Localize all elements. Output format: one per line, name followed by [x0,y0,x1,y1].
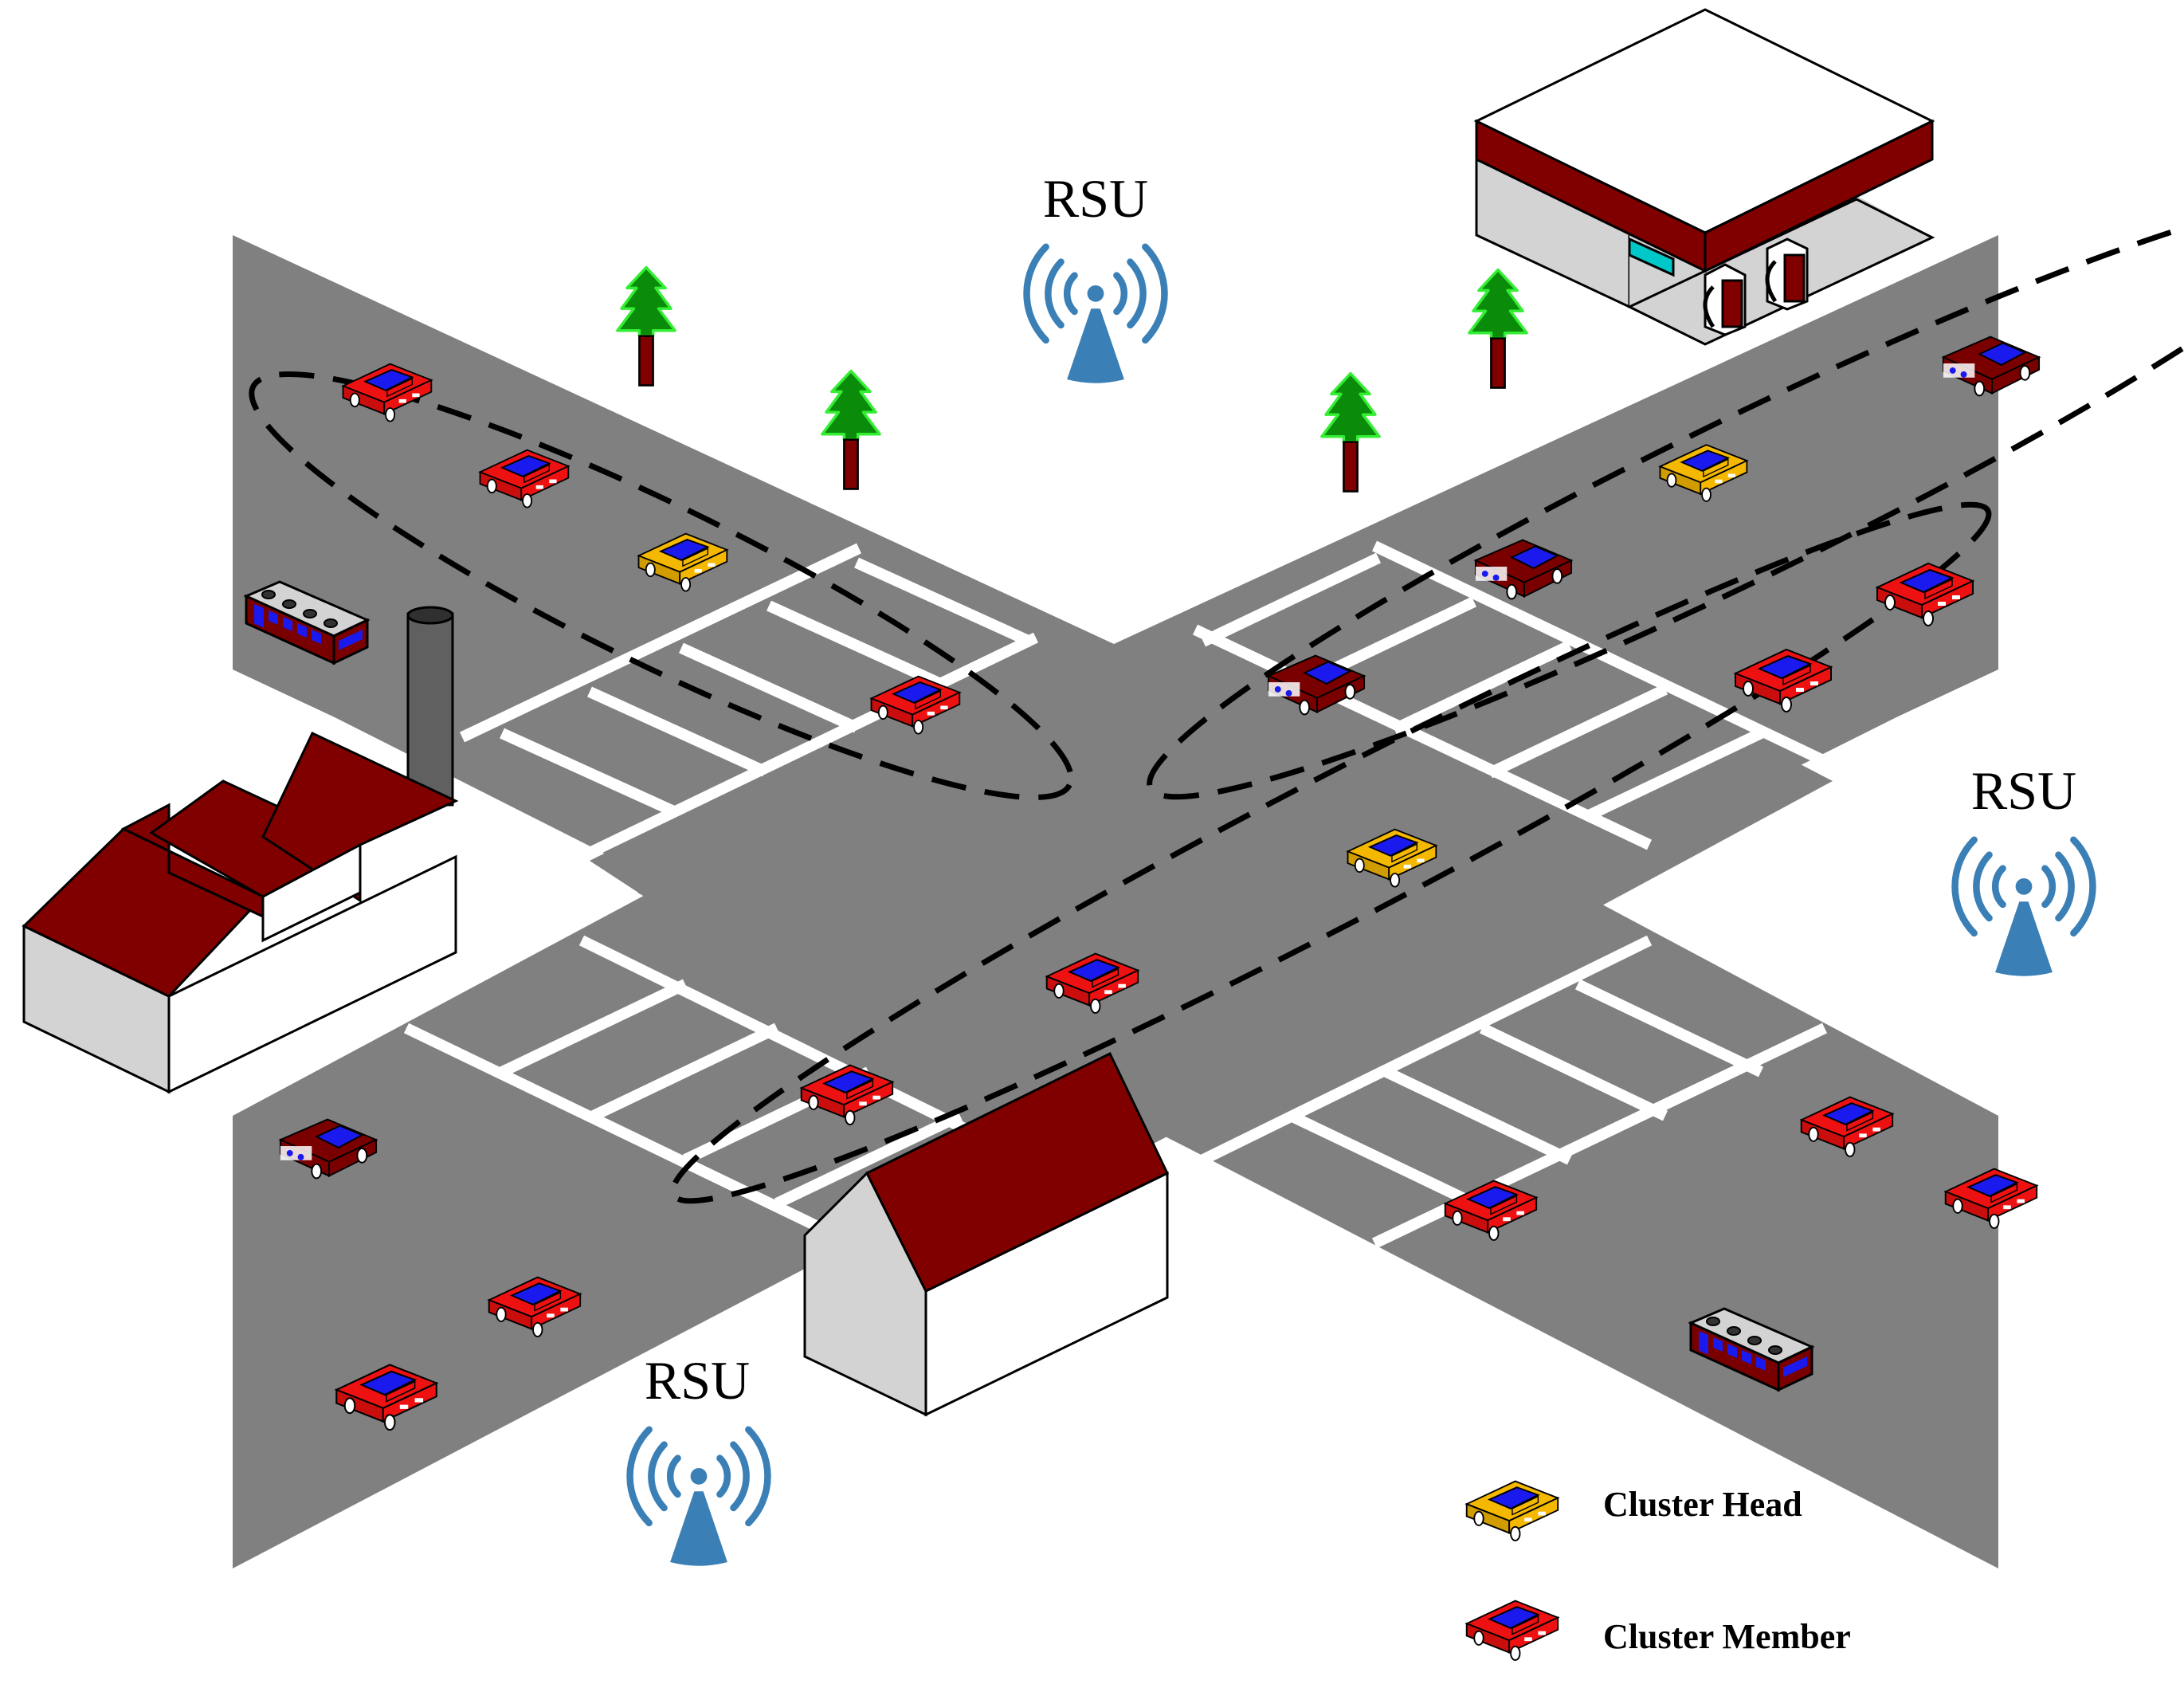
house-icon [803,1051,1169,1417]
legend-item-cluster-head: Cluster Head [1467,1482,1802,1541]
tree-icon [1319,371,1382,493]
fuel-pump-icon [1703,238,1809,336]
zebra-crossings [403,540,1828,1249]
cluster-boundary-diagonal [669,501,1992,1204]
rsu-top: RSU [1027,168,1165,383]
rsu-bottom: RSU [630,1350,768,1566]
gas-station-icon [1473,8,1935,346]
rsu-right: RSU [1955,760,2093,976]
tree-icon [615,265,677,387]
rsu-label: RSU [1043,168,1148,229]
tree-icon [1467,268,1529,390]
legend: Cluster Head Cluster Member [1467,1482,1851,1660]
cluster-boundary-northeast [1147,196,2184,800]
rsu-label: RSU [1971,760,2076,821]
legend-label-cluster-head: Cluster Head [1603,1485,1802,1524]
legend-item-cluster-member: Cluster Member [1467,1601,1851,1660]
tree-icon [820,369,882,491]
legend-label-cluster-member: Cluster Member [1603,1617,1851,1656]
cluster-head-car-icon [1467,1482,1558,1541]
rsu-antenna-icon [1955,840,2093,976]
cluster-boundary-northwest [249,371,1074,801]
rsu-antenna-icon [630,1430,768,1566]
rsu-label: RSU [645,1350,750,1411]
cluster-boundaries [249,196,2184,1204]
rsu-antenna-icon [1027,247,1165,383]
cluster-member-car-icon [1467,1601,1558,1660]
factory-icon [22,606,459,1094]
